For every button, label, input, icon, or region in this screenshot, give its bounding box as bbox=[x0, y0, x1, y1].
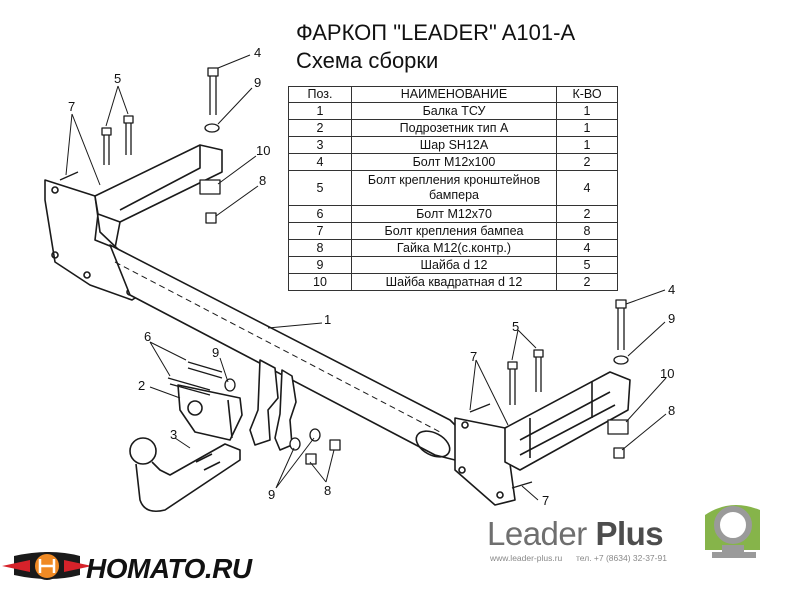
callout-label: 6 bbox=[144, 329, 152, 344]
cell-name: Болт М12х100 bbox=[351, 153, 557, 171]
callout-label: 9 bbox=[668, 311, 676, 326]
cell-qty: 2 bbox=[556, 273, 618, 291]
table-row: 2 Подрозетник тип А 1 bbox=[288, 119, 618, 137]
leader-plus-logo bbox=[705, 505, 760, 558]
cell-qty: 8 bbox=[556, 222, 618, 240]
leader-lines bbox=[65, 54, 667, 501]
bolts bbox=[59, 67, 627, 489]
cell-qty: 4 bbox=[556, 170, 618, 206]
callout-label: 9 bbox=[268, 487, 276, 502]
cell-qty: 1 bbox=[556, 136, 618, 154]
cell-name: Гайка М12(с.контр.) bbox=[351, 239, 557, 257]
center-brackets bbox=[249, 359, 297, 451]
diagram-title: ФАРКОП "LEADER" A101-A bbox=[296, 20, 576, 45]
column-header-qty: К-ВО bbox=[556, 86, 618, 103]
brand-name: Leader Plus bbox=[487, 515, 664, 553]
cell-name: Подрозетник тип А bbox=[351, 119, 557, 137]
callout-label: 5 bbox=[114, 71, 122, 86]
cell-pos: 2 bbox=[288, 119, 352, 137]
cell-name: Шайба d 12 bbox=[351, 256, 557, 274]
column-header-name: НАИМЕНОВАНИЕ bbox=[351, 86, 557, 103]
cell-pos: 5 bbox=[288, 170, 352, 206]
table-row: 7 Болт крепления бампеа 8 bbox=[288, 222, 618, 240]
table-row: 3 Шар SH12A 1 bbox=[288, 136, 618, 154]
callout-label: 10 bbox=[660, 366, 675, 381]
tow-ball bbox=[129, 437, 241, 513]
right-mounting-plate bbox=[454, 417, 516, 506]
right-bracket-arm bbox=[504, 371, 631, 471]
cell-name: Шайба квадратная d 12 bbox=[351, 273, 557, 291]
parts-table-header-row: Поз. НАИМЕНОВАНИЕ К-ВО bbox=[288, 86, 618, 103]
table-row: 1 Балка ТСУ 1 bbox=[288, 102, 618, 120]
callout-label: 1 bbox=[324, 312, 332, 327]
cell-name: Болт крепления бампеа bbox=[351, 222, 557, 240]
washers-nuts bbox=[199, 123, 629, 465]
cell-name: Болт М12х70 bbox=[351, 205, 557, 223]
callout-label: 9 bbox=[254, 75, 262, 90]
callout-label: 2 bbox=[138, 378, 146, 393]
cell-qty: 2 bbox=[556, 205, 618, 223]
homato-emblem bbox=[2, 552, 92, 580]
left-bracket-arm bbox=[94, 144, 223, 249]
cell-qty: 5 bbox=[556, 256, 618, 274]
diagram-subtitle: Схема сборки bbox=[296, 48, 439, 73]
cell-pos: 8 bbox=[288, 239, 352, 257]
cell-pos: 6 bbox=[288, 205, 352, 223]
table-row: 8 Гайка М12(с.контр.) 4 bbox=[288, 239, 618, 257]
cell-pos: 7 bbox=[288, 222, 352, 240]
callout-label: 7 bbox=[68, 99, 76, 114]
table-row: 4 Болт М12х100 2 bbox=[288, 153, 618, 171]
cell-name: Болт крепления кронштейнов бампера bbox=[351, 170, 557, 206]
column-header-pos: Поз. bbox=[288, 86, 352, 103]
callout-label: 7 bbox=[470, 349, 478, 364]
cell-qty: 1 bbox=[556, 119, 618, 137]
phone-text: тел. +7 (8634) 32-37-91 bbox=[576, 553, 667, 563]
callout-label: 4 bbox=[254, 45, 262, 60]
brand-name-part-b: Plus bbox=[595, 515, 664, 552]
callout-label: 9 bbox=[212, 345, 220, 360]
cell-pos: 1 bbox=[288, 102, 352, 120]
cell-name: Шар SH12A bbox=[351, 136, 557, 154]
brand-name-part-a: Leader bbox=[487, 515, 596, 552]
callout-label: 10 bbox=[256, 143, 271, 158]
cell-pos: 10 bbox=[288, 273, 352, 291]
socket-bracket bbox=[177, 384, 243, 441]
callout-label: 4 bbox=[668, 282, 676, 297]
table-row: 10 Шайба квадратная d 12 2 bbox=[288, 273, 618, 291]
parts-table: Поз. НАИМЕНОВАНИЕ К-ВО 1 Балка ТСУ 1 2 П… bbox=[288, 86, 618, 291]
cell-name: Балка ТСУ bbox=[351, 102, 557, 120]
cell-qty: 4 bbox=[556, 239, 618, 257]
table-row: 9 Шайба d 12 5 bbox=[288, 256, 618, 274]
cell-qty: 2 bbox=[556, 153, 618, 171]
cell-pos: 9 bbox=[288, 256, 352, 274]
cell-pos: 4 bbox=[288, 153, 352, 171]
callout-label: 3 bbox=[170, 427, 178, 442]
website-text: www.leader-plus.ru bbox=[490, 553, 563, 563]
dealer-name: HOMATO.RU bbox=[86, 553, 252, 584]
callout-label: 8 bbox=[259, 173, 267, 188]
callout-label: 5 bbox=[512, 319, 520, 334]
cell-pos: 3 bbox=[288, 136, 352, 154]
cell-qty: 1 bbox=[556, 102, 618, 120]
table-row: 6 Болт М12х70 2 bbox=[288, 205, 618, 223]
callout-label: 8 bbox=[668, 403, 676, 418]
table-row: 5 Болт крепления кронштейнов бампера 4 bbox=[288, 170, 618, 206]
callout-label: 8 bbox=[324, 483, 332, 498]
callout-label: 7 bbox=[542, 493, 550, 508]
